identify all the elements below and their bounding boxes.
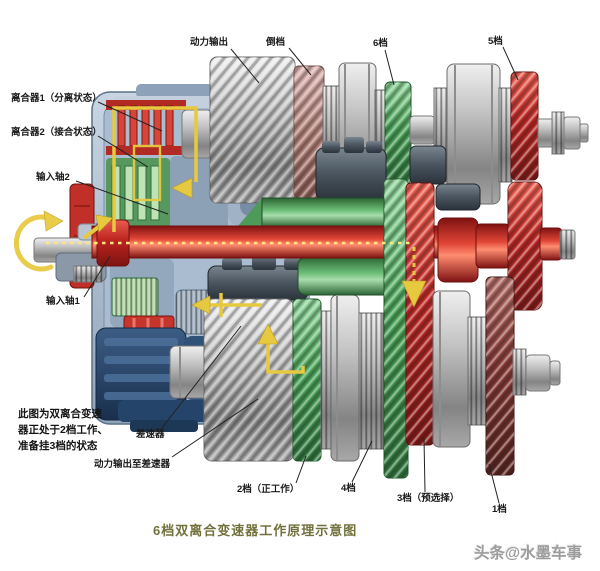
label-differential: 差速器	[136, 429, 165, 440]
label-gear3: 3档（预选择）	[397, 493, 460, 504]
gear2-gear	[292, 298, 322, 462]
status-note-line1: 此图为双离合变速	[18, 408, 102, 420]
input-arrowhead	[95, 214, 114, 233]
gear6-gear	[384, 81, 412, 185]
label-gear2: 2档（正工作）	[237, 484, 300, 495]
bottom-right-gears	[432, 183, 561, 476]
preselect-down-arrowhead	[401, 280, 427, 308]
flow-arrowhead-into-clutch	[171, 177, 193, 199]
gear2-drive-gear	[383, 178, 409, 479]
label-clutch1: 离合器1（分离状态）	[11, 93, 102, 104]
gear3-gear	[405, 182, 435, 446]
power-flow-arrows	[13, 106, 427, 374]
figure-title: 6档双离合变速器工作原理示意图	[153, 523, 358, 538]
output-left-arrowhead	[191, 295, 211, 315]
input-shaft-2-sleeve	[238, 137, 447, 296]
status-note: 此图为双离合变速 器正处于2档工作、 准备挂3档的状态	[18, 406, 108, 454]
label-gear5: 5档	[488, 36, 503, 47]
input-shaft-1	[33, 181, 576, 311]
label-reverse-gear: 倒档	[266, 37, 286, 48]
rotation-arrow-icon	[13, 214, 54, 272]
gear2-up-arrowhead	[257, 323, 279, 345]
label-gear6: 6档	[373, 38, 388, 49]
label-power-to-differential: 动力输出至差速器	[94, 459, 171, 470]
gear1-drive-hub	[507, 181, 543, 311]
status-note-line2: 器正处于2档工作、	[18, 424, 108, 436]
watermark: 头条@水墨车事	[474, 545, 583, 562]
gear5-gear	[510, 71, 539, 181]
status-note-line3: 准备挂3档的状态	[18, 440, 98, 452]
label-input-shaft2: 输入轴2	[36, 172, 70, 183]
leader-lines	[75, 46, 519, 504]
label-input-shaft1: 输入轴1	[46, 296, 80, 307]
label-gear4: 4档	[341, 483, 356, 494]
gear1-gear	[485, 276, 515, 476]
final-drive-gear	[203, 298, 295, 462]
clutch2-pack	[106, 158, 170, 232]
label-gear1: 1档	[492, 504, 507, 515]
power-output-gear	[209, 56, 296, 204]
label-clutch2: 离合器2（接合状态）	[11, 127, 102, 138]
label-power-output: 动力输出	[190, 37, 229, 48]
